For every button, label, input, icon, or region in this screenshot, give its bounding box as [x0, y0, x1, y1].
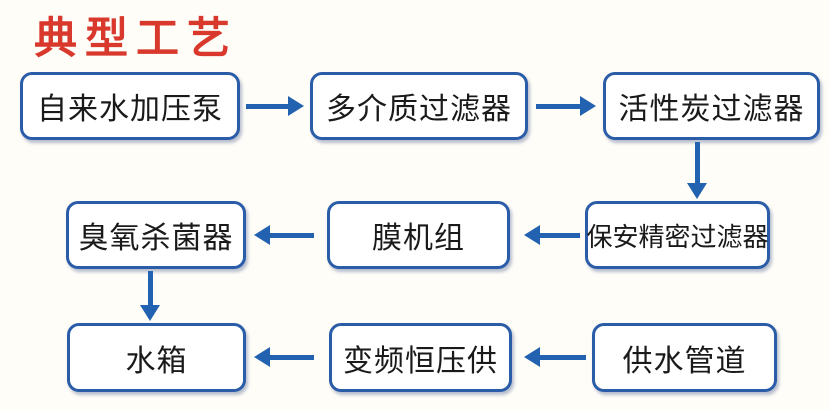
node-tap-water-booster-pump: 自来水加压泵	[20, 72, 240, 140]
arrow-head-right-icon	[288, 96, 304, 116]
arrow-shaft	[537, 354, 586, 360]
arrow-shaft	[694, 142, 700, 186]
arrow-head-left-icon	[254, 347, 270, 367]
node-security-precision-filter: 保安精密过滤器	[585, 201, 770, 269]
node-label: 水箱	[125, 344, 188, 378]
node-label: 保安精密过滤器	[586, 221, 769, 252]
node-label: 变频恒压供	[343, 344, 498, 378]
node-label: 膜机组	[372, 222, 465, 255]
arrow-shaft	[537, 232, 580, 238]
node-label: 自来水加压泵	[37, 93, 223, 126]
node-activated-carbon-filter: 活性炭过滤器	[603, 72, 820, 140]
node-water-supply-pipeline: 供水管道	[592, 323, 777, 392]
arrow-ozone-to-water-tank	[140, 271, 160, 321]
arrow-carbon-to-precision-filter	[687, 142, 707, 199]
arrow-shaft	[267, 354, 314, 360]
arrow-vfd-to-water-tank	[254, 347, 314, 367]
arrow-shaft	[536, 103, 583, 109]
arrow-head-left-icon	[524, 225, 540, 245]
arrow-head-left-icon	[524, 347, 540, 367]
arrow-head-down-icon	[687, 183, 707, 199]
node-vfd-constant-pressure-supply: 变频恒压供	[329, 323, 512, 392]
node-label: 供水管道	[622, 344, 747, 378]
node-multimedia-filter: 多介质过滤器	[310, 72, 528, 140]
arrow-head-right-icon	[580, 96, 596, 116]
arrow-pipeline-to-vfd	[524, 347, 586, 367]
arrow-shaft	[267, 232, 314, 238]
node-label: 多介质过滤器	[326, 93, 512, 126]
arrow-pump-to-multimedia-filter	[246, 96, 304, 116]
node-ozone-sterilizer: 臭氧杀菌器	[66, 201, 246, 269]
arrow-head-down-icon	[140, 305, 160, 321]
arrow-head-left-icon	[254, 225, 270, 245]
node-label: 活性炭过滤器	[618, 93, 805, 126]
node-water-tank: 水箱	[67, 323, 246, 392]
arrow-membrane-to-ozone	[254, 225, 314, 245]
node-label: 臭氧杀菌器	[78, 222, 234, 255]
arrow-multimedia-to-carbon-filter	[536, 96, 596, 116]
node-membrane-unit: 膜机组	[327, 201, 510, 269]
arrow-shaft	[147, 271, 153, 308]
arrow-precision-to-membrane	[524, 225, 580, 245]
arrow-shaft	[246, 103, 291, 109]
page-title: 典型工艺	[34, 15, 238, 63]
